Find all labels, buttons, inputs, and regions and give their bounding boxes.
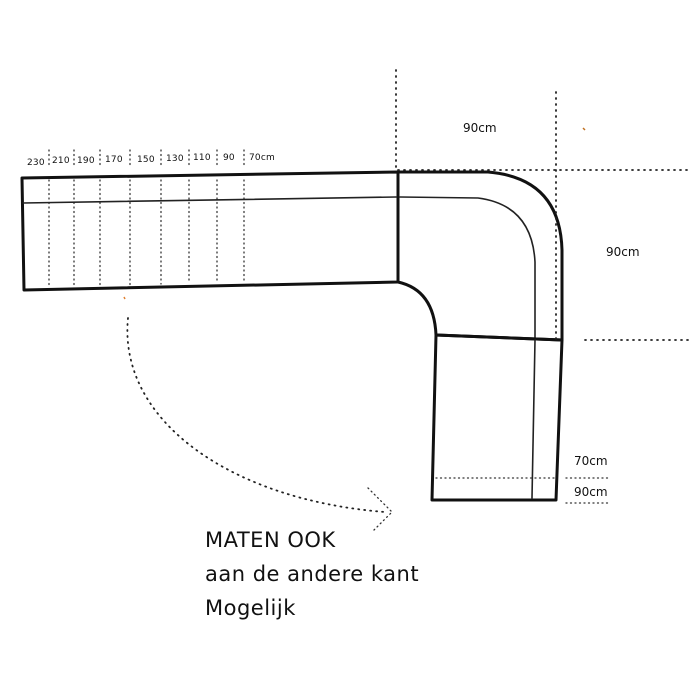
corner-width-label: 90cm bbox=[463, 121, 497, 135]
sofa-corner-module bbox=[396, 170, 564, 342]
scale-label-210: 210 bbox=[52, 156, 70, 166]
length-guides bbox=[48, 179, 245, 289]
note-line-2: aan de andere kant bbox=[205, 562, 419, 586]
dimension-labels: 90cm 90cm 70cm 90cm bbox=[463, 121, 640, 499]
scale-label-230: 230 bbox=[27, 158, 45, 168]
sofa-long-arm bbox=[20, 170, 400, 292]
stray-mark bbox=[582, 127, 586, 131]
dimension-guides bbox=[395, 69, 691, 504]
end-70-label: 70cm bbox=[574, 454, 608, 468]
scale-label-130: 130 bbox=[166, 154, 184, 164]
note-line-1: MATEN OOK bbox=[205, 528, 336, 552]
sofa-end-module bbox=[430, 333, 564, 502]
scale-label-190: 190 bbox=[77, 156, 95, 166]
note-line-3: Mogelijk bbox=[205, 596, 296, 620]
scale-label-170: 170 bbox=[105, 155, 123, 165]
scale-label-90: 90 bbox=[223, 153, 235, 163]
scale-label-70cm: 70cm bbox=[249, 153, 275, 163]
scale-separators bbox=[48, 149, 245, 169]
end-90-label: 90cm bbox=[574, 485, 608, 499]
curved-arrow bbox=[126, 317, 393, 531]
corner-depth-label: 90cm bbox=[606, 245, 640, 259]
note: MATEN OOK aan de andere kant Mogelijk bbox=[205, 528, 419, 620]
scale-label-150: 150 bbox=[137, 155, 155, 165]
scale-label-110: 110 bbox=[193, 153, 211, 163]
top-scale: 230 210 190 170 150 130 110 90 70cm bbox=[27, 153, 275, 168]
stray-mark-2 bbox=[123, 296, 126, 300]
